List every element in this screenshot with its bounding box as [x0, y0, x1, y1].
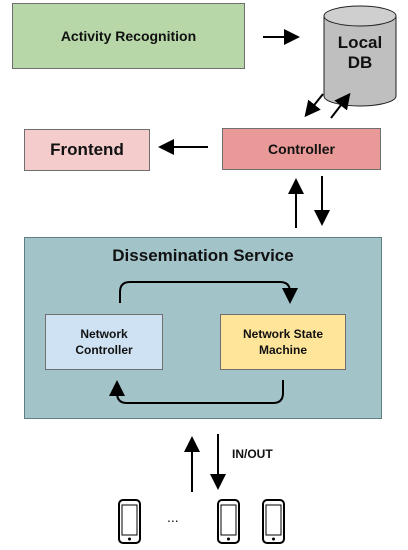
activity-recognition-label: Activity Recognition [60, 28, 197, 44]
devices-ellipsis: ... [167, 509, 179, 525]
smartphone-icon [217, 499, 240, 544]
arrow-controller-to-state-machine [119, 281, 298, 304]
network-controller-label: Network Controller [75, 327, 133, 357]
network-state-machine-label: Network State Machine [242, 327, 324, 357]
smartphone-icon [262, 499, 285, 544]
frontend-box: Frontend [24, 129, 150, 171]
local-db-label: Local DB [337, 33, 383, 72]
activity-recognition-box: Activity Recognition [12, 3, 245, 69]
frontend-label: Frontend [50, 140, 124, 159]
arrow-controller-to-db [330, 92, 351, 119]
dissemination-service-label: Dissemination Service [112, 246, 294, 265]
local-db-cylinder-icon [323, 5, 397, 107]
smartphone-icon [118, 499, 141, 544]
arrow-state-machine-to-controller [109, 380, 284, 404]
controller-box: Controller [222, 128, 381, 170]
in-out-label: IN/OUT [232, 447, 273, 461]
network-state-machine-box: Network State Machine [220, 314, 346, 370]
arrow-db-to-controller [304, 93, 324, 118]
network-controller-box: Network Controller [45, 314, 163, 370]
controller-label: Controller [268, 141, 335, 157]
